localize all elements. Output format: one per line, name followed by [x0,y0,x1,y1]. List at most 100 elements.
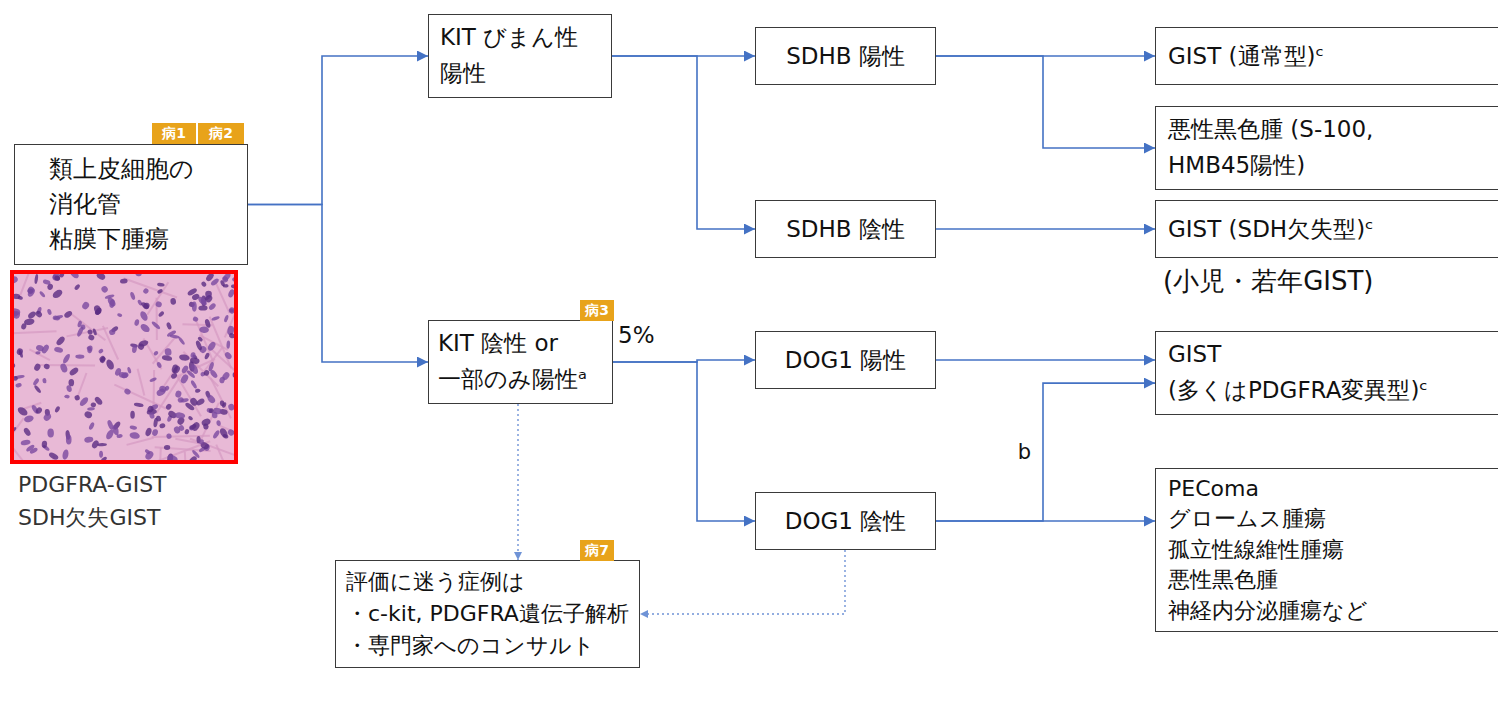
badge-box: 病3 [580,300,614,321]
cell-nucleus [27,310,37,320]
cell-nucleus [48,451,59,460]
tissue-fiber [12,331,56,334]
cell-nucleus [20,323,27,331]
image-frame [12,272,236,462]
cell-nucleus [62,353,72,365]
cell-nucleus [190,363,199,375]
tissue-fiber [138,369,145,396]
cell-nucleus [62,449,70,460]
tissue-fiber [19,272,29,299]
cell-nucleus [39,290,46,298]
cell-nucleus [195,397,205,406]
tissue-fiber [219,425,236,440]
cell-nucleus [161,354,172,361]
cell-nucleus [53,314,63,320]
tissue-fiber [210,348,236,372]
box-text: SDHB 陽性 [786,40,905,72]
cell-nucleus [208,302,217,311]
connector [936,228,1155,230]
box-text: 悪性黒色腫 (S-100, HMB45陽性) [1168,112,1408,183]
cell-nucleus [159,423,166,429]
flow-box: KIT びまん性 陽性 [428,14,612,98]
connector [936,359,1155,361]
cell-nucleus [78,396,89,408]
flow-box: 評価に迷う症例は・c-kit, PDGFRA遺伝子解析・専門家へのコンサルト [335,560,640,668]
box-text: ・専門家へのコンサルト [346,630,595,662]
cell-nucleus [204,352,210,360]
cell-nucleus [32,377,40,386]
cell-nucleus [164,445,170,450]
cell-nucleus [127,367,132,374]
cell-nucleus [129,291,136,300]
cell-nucleus [149,377,157,383]
cell-nucleus [55,335,66,346]
cell-nucleus [151,320,161,330]
tissue-fiber [67,328,108,336]
cell-nucleus [190,352,196,359]
cell-nucleus [203,423,209,430]
cell-nucleus [41,440,47,448]
cell-nucleus [223,314,229,322]
cell-nucleus [165,403,173,411]
flow-box: 悪性黒色腫 (S-100, HMB45陽性) [1155,106,1498,190]
cell-nucleus [88,422,95,431]
cell-nucleus [68,379,74,386]
cell-nucleus [54,406,61,414]
cell-nucleus [216,420,221,426]
cell-nucleus [212,429,221,439]
flow-box: GIST (通常型)ᶜ [1155,27,1498,85]
cell-nucleus [226,340,230,348]
cell-nucleus [139,322,151,334]
cell-nucleus [144,450,155,462]
cell-nucleus [99,356,106,364]
cell-nucleus [86,345,93,352]
cell-nucleus [177,396,185,403]
cell-nucleus [190,379,198,389]
box-text: KIT 陰性 or 一部のみ陽性ᵃ [438,326,603,397]
cell-nucleus [221,275,229,283]
cell-nucleus [199,326,209,333]
cell-nucleus [16,406,29,418]
connector [936,56,1155,148]
cell-nucleus [206,394,217,405]
cell-nucleus [219,400,224,406]
flow-box: 類上皮細胞の 消化管 粘膜下腫瘍 [14,144,248,265]
note-label: 5% [618,322,655,348]
cell-nucleus [156,361,163,368]
cell-nucleus [158,311,165,318]
cell-nucleus [118,371,128,379]
cell-nucleus [208,361,215,371]
cell-nucleus [144,427,152,437]
cell-nucleus [106,296,117,308]
flow-box: GIST (SDH欠失型)ᶜ [1155,200,1498,258]
note-label: PDGFRA-GIST [18,472,167,497]
tissue-fiber [114,385,166,409]
cell-nucleus [42,412,52,422]
tissue-fiber [156,375,181,413]
flow-box: KIT 陰性 or 一部のみ陽性ᵃ [428,320,613,404]
cell-nucleus [77,320,83,328]
cell-nucleus [155,415,161,422]
cell-nucleus [192,301,197,311]
cell-nucleus [51,288,64,300]
flow-box: DOG1 陰性 [755,492,936,550]
cell-nucleus [219,376,226,384]
cell-nucleus [42,279,51,286]
cell-nucleus [142,287,149,294]
cell-nucleus [187,415,193,421]
cell-nucleus [174,412,185,419]
cell-nucleus [63,310,73,319]
cell-nucleus [75,355,84,359]
cell-nucleus [134,402,144,408]
box-text: DOG1 陰性 [785,505,907,537]
cell-nucleus [137,342,146,351]
cell-nucleus [66,434,72,444]
box-text: GIST (多くはPDGFRA変異型)ᶜ [1168,337,1448,408]
cell-nucleus [15,383,22,388]
cell-nucleus [54,275,60,281]
cell-nucleus [23,427,32,437]
cell-nucleus [116,434,123,439]
tissue-fiber [103,326,118,360]
cell-nucleus [90,402,96,408]
